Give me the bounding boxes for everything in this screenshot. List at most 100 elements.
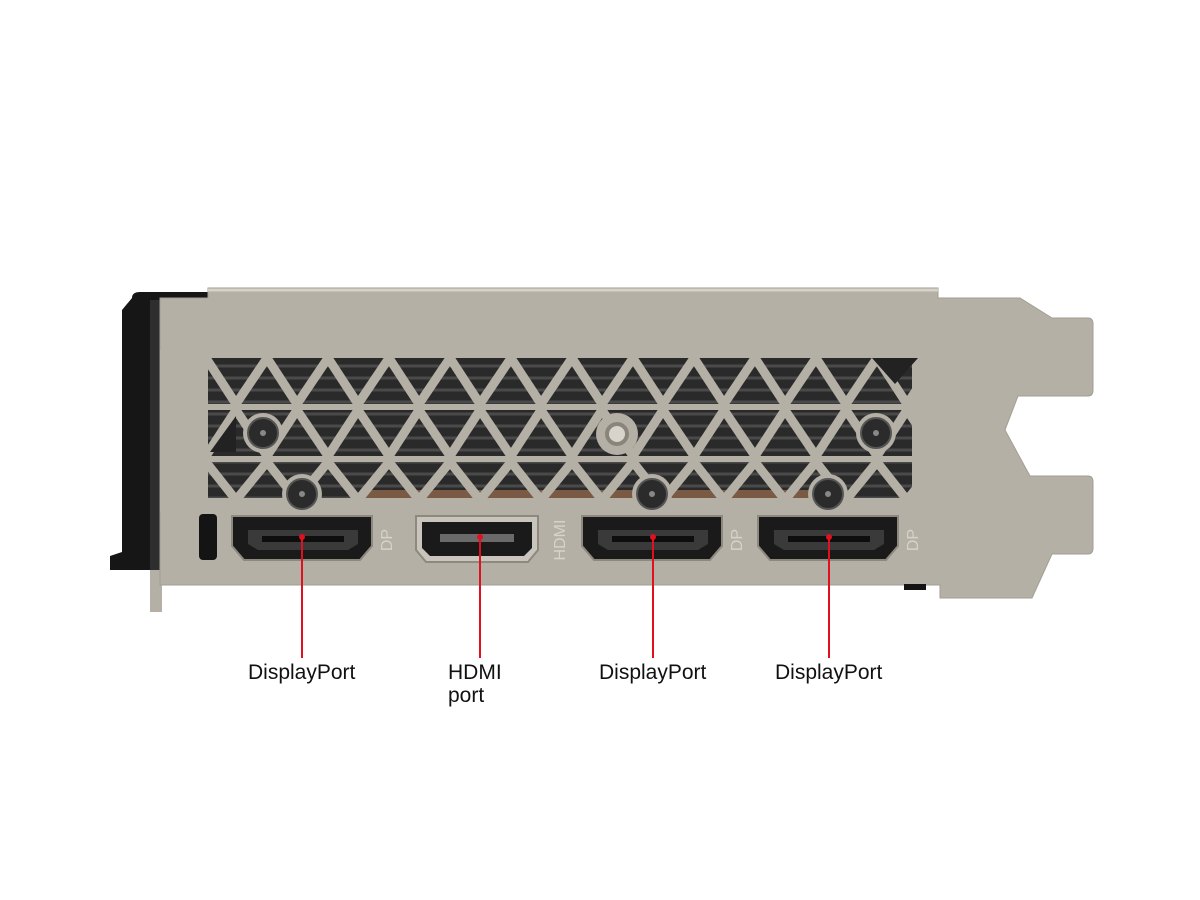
lattice-strut: [293, 355, 332, 407]
edge-vent-opening: [872, 358, 918, 384]
callout-label-dp-1: DisplayPort: [248, 661, 355, 684]
lattice-strut: [354, 355, 393, 407]
lattice-strut: [598, 355, 637, 407]
lattice-strut: [507, 459, 545, 503]
lattice-strut: [934, 407, 972, 459]
lattice-strut: [537, 459, 576, 503]
lattice-strut: [629, 407, 667, 459]
lattice-strut: [232, 355, 271, 407]
lattice-strut: [842, 355, 881, 407]
lattice-strut: [934, 355, 972, 407]
lattice-band: [200, 456, 920, 462]
lattice-strut: [659, 407, 698, 459]
lattice-strut: [781, 407, 820, 459]
lattice-strut: [598, 459, 637, 503]
lattice-strut: [720, 355, 759, 407]
lattice-strut: [629, 355, 667, 407]
lattice-strut: [781, 355, 820, 407]
lattice-strut: [507, 355, 545, 407]
bracket-label-dp-2: DP: [729, 529, 746, 551]
edge-vent-opening: [210, 416, 236, 452]
callout-text-hdmi-line2: port: [448, 684, 485, 707]
lattice-strut: [537, 355, 576, 407]
lattice-strut: [446, 407, 484, 459]
lattice-strut: [354, 459, 393, 503]
indicator-slot: [199, 514, 217, 560]
lattice-strut: [781, 459, 820, 503]
lattice-strut: [385, 459, 423, 503]
lattice-strut: [873, 459, 911, 503]
lattice-strut: [354, 407, 393, 459]
callout-line-dp-1: [299, 534, 305, 658]
lattice-strut: [476, 355, 515, 407]
lattice-margin: [160, 350, 208, 512]
lattice-strut: [202, 459, 240, 503]
lattice-strut: [324, 407, 362, 459]
lattice-strut: [568, 407, 606, 459]
callout-label-hdmi: HDMI port: [448, 661, 502, 707]
lattice-strut: [568, 459, 606, 503]
lattice-strut: [964, 407, 1003, 459]
callout-line-dp-3: [826, 534, 832, 658]
lattice-strut: [446, 355, 484, 407]
callout-label-dp-3: DisplayPort: [775, 661, 882, 684]
lattice-strut: [720, 407, 759, 459]
hdmi-connector: [415, 515, 539, 563]
screw-center: [649, 491, 655, 497]
lattice-strut: [690, 355, 728, 407]
lattice-strut: [293, 407, 332, 459]
lattice-strut: [964, 355, 1003, 407]
lattice-strut: [537, 407, 576, 459]
callout-label-dp-2: DisplayPort: [599, 661, 706, 684]
lattice-margin: [912, 350, 942, 512]
lattice-band: [200, 350, 920, 358]
lattice-strut: [415, 407, 454, 459]
lattice-strut: [751, 407, 789, 459]
lattice-strut: [324, 459, 362, 503]
lattice-strut: [385, 355, 423, 407]
lattice-strut: [751, 355, 789, 407]
lattice-strut: [934, 459, 972, 503]
lattice-strut: [659, 355, 698, 407]
lattice-strut: [812, 355, 850, 407]
callout-text-dp-1: DisplayPort: [248, 661, 356, 684]
lattice-strut: [568, 355, 606, 407]
lattice-strut: [202, 407, 240, 459]
lattice-strut: [690, 407, 728, 459]
lattice-strut: [232, 459, 271, 503]
screw-center: [260, 430, 266, 436]
lattice-strut: [385, 407, 423, 459]
callout-line-hdmi: [477, 534, 483, 658]
lattice-strut: [446, 459, 484, 503]
lattice-strut: [476, 459, 515, 503]
callout-text-dp-3: DisplayPort: [775, 661, 883, 684]
lattice-strut: [690, 459, 728, 503]
vent-lattice: [160, 350, 1003, 512]
lattice-band: [200, 404, 920, 410]
bracket-tab: [150, 570, 162, 612]
lattice-strut: [751, 459, 789, 503]
screw-center: [299, 491, 305, 497]
lattice-strut: [324, 355, 362, 407]
lattice-strut: [202, 355, 240, 407]
lattice-strut: [720, 459, 759, 503]
bracket-foot: [904, 584, 926, 590]
lattice-strut: [964, 459, 1003, 503]
bracket-screws: [243, 413, 896, 514]
callout-text-dp-2: DisplayPort: [599, 661, 707, 684]
bracket-label-hdmi: HDMI: [552, 520, 569, 561]
screw-center: [825, 491, 831, 497]
bracket-label-dp-1: DP: [379, 529, 396, 551]
lattice-strut: [476, 407, 515, 459]
lattice-strut: [415, 459, 454, 503]
lattice-strut: [842, 459, 881, 503]
bracket-label-dp-3: DP: [905, 529, 922, 551]
callout-text-hdmi-line1: HDMI: [448, 661, 502, 684]
lattice-band: [200, 498, 920, 512]
lattice-strut: [415, 355, 454, 407]
screw-center: [873, 430, 879, 436]
lattice-strut: [812, 407, 850, 459]
callout-line-dp-2: [650, 534, 656, 658]
lattice-strut: [507, 407, 545, 459]
